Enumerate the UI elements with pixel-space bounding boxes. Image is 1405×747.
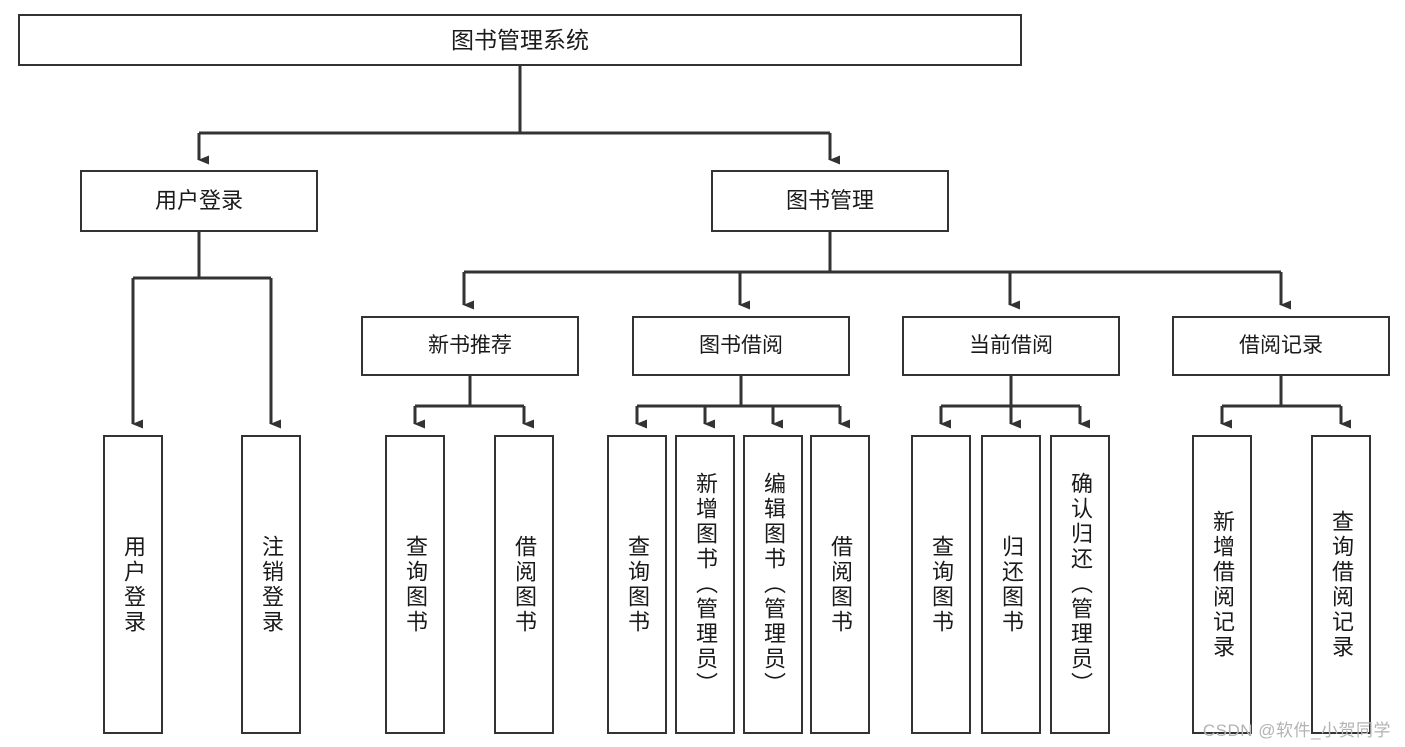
node-leaf-query-book-recommend[interactable]: 查询图书 [385, 435, 445, 734]
node-leaf-borrow-book-recommend-label: 借阅图书 [512, 534, 537, 635]
node-leaf-query-book-borrow[interactable]: 查询图书 [607, 435, 667, 734]
node-leaf-query-book-borrow-label: 查询图书 [625, 534, 650, 635]
node-borrow-record[interactable]: 借阅记录 [1172, 316, 1390, 376]
node-leaf-borrow-book-label: 借阅图书 [828, 534, 853, 635]
node-new-book-recommend[interactable]: 新书推荐 [361, 316, 579, 376]
node-new-book-recommend-label: 新书推荐 [428, 333, 512, 357]
node-leaf-borrow-book[interactable]: 借阅图书 [810, 435, 870, 734]
node-leaf-query-borrow-record[interactable]: 查询借阅记录 [1311, 435, 1371, 734]
node-current-borrow[interactable]: 当前借阅 [902, 316, 1120, 376]
node-borrow-record-label: 借阅记录 [1239, 333, 1323, 357]
node-leaf-borrow-book-recommend[interactable]: 借阅图书 [494, 435, 554, 734]
node-leaf-add-borrow-record[interactable]: 新增借阅记录 [1192, 435, 1252, 734]
node-book-borrow[interactable]: 图书借阅 [632, 316, 850, 376]
node-leaf-edit-book-label: 编辑图书（管理员） [761, 472, 786, 697]
node-leaf-user-logout-label: 注销登录 [259, 534, 284, 635]
node-leaf-query-borrow-record-label: 查询借阅记录 [1329, 509, 1354, 660]
node-leaf-query-book-current-label: 查询图书 [929, 534, 954, 635]
node-root-label: 图书管理系统 [451, 26, 589, 53]
node-leaf-edit-book[interactable]: 编辑图书（管理员） [743, 435, 803, 734]
node-leaf-user-login[interactable]: 用户登录 [103, 435, 163, 734]
node-book-management-label: 图书管理 [785, 188, 874, 214]
node-book-management[interactable]: 图书管理 [711, 170, 949, 232]
csdn-watermark: CSDN @软件_小贺同学 [1202, 721, 1391, 740]
node-user-login[interactable]: 用户登录 [80, 170, 318, 232]
node-leaf-add-book-label: 新增图书（管理员） [693, 472, 718, 697]
node-leaf-return-book[interactable]: 归还图书 [981, 435, 1041, 734]
node-leaf-query-book-current[interactable]: 查询图书 [911, 435, 971, 734]
node-leaf-add-borrow-record-label: 新增借阅记录 [1210, 509, 1235, 660]
node-leaf-add-book[interactable]: 新增图书（管理员） [675, 435, 735, 734]
node-leaf-user-login-label: 用户登录 [121, 534, 146, 635]
node-leaf-query-book-recommend-label: 查询图书 [403, 534, 428, 635]
node-current-borrow-label: 当前借阅 [969, 333, 1053, 357]
node-leaf-confirm-return-label: 确认归还（管理员） [1068, 472, 1093, 697]
node-user-login-label: 用户登录 [154, 188, 243, 214]
node-leaf-return-book-label: 归还图书 [999, 534, 1024, 635]
node-leaf-user-logout[interactable]: 注销登录 [241, 435, 301, 734]
node-leaf-confirm-return[interactable]: 确认归还（管理员） [1050, 435, 1110, 734]
node-root-book-management-system[interactable]: 图书管理系统 [18, 14, 1022, 66]
node-book-borrow-label: 图书借阅 [699, 333, 783, 357]
